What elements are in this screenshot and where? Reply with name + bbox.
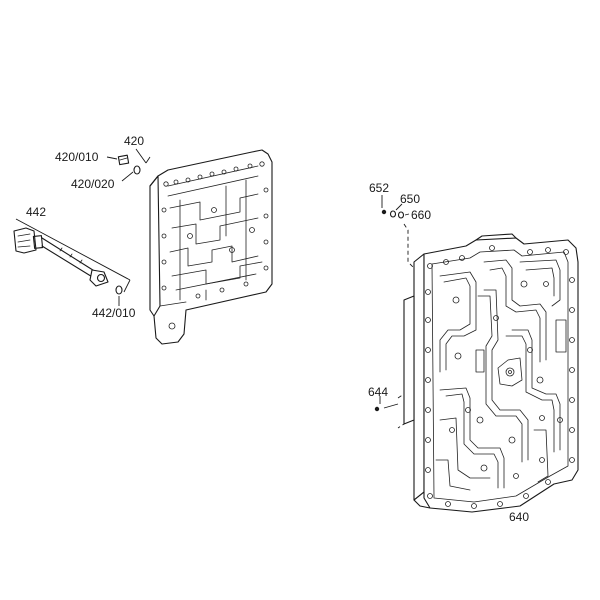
callout-442: 442 (26, 205, 46, 219)
callout-660: 660 (411, 208, 431, 222)
callout-420: 420 (124, 134, 144, 148)
part-420-010-screw (117, 154, 130, 166)
callout-640: 640 (509, 510, 529, 524)
part-652-ball (381, 209, 387, 215)
callout-442-010: 442/010 (92, 306, 136, 320)
callout-652: 652 (369, 181, 389, 195)
callout-420-020: 420/020 (71, 177, 115, 191)
callout-650: 650 (400, 192, 420, 206)
part-650-spring (389, 210, 397, 218)
part-660-plug (397, 211, 405, 219)
part-442-wiring-harness (13, 227, 109, 287)
left-valve-plate (149, 149, 273, 345)
part-640-valve-body-plate (403, 233, 579, 513)
part-420-020-washer (133, 165, 141, 175)
part-644-ball (374, 406, 380, 412)
part-442-010-o-ring (115, 285, 123, 295)
callout-644: 644 (368, 385, 388, 399)
callout-420-010: 420/010 (55, 150, 99, 164)
